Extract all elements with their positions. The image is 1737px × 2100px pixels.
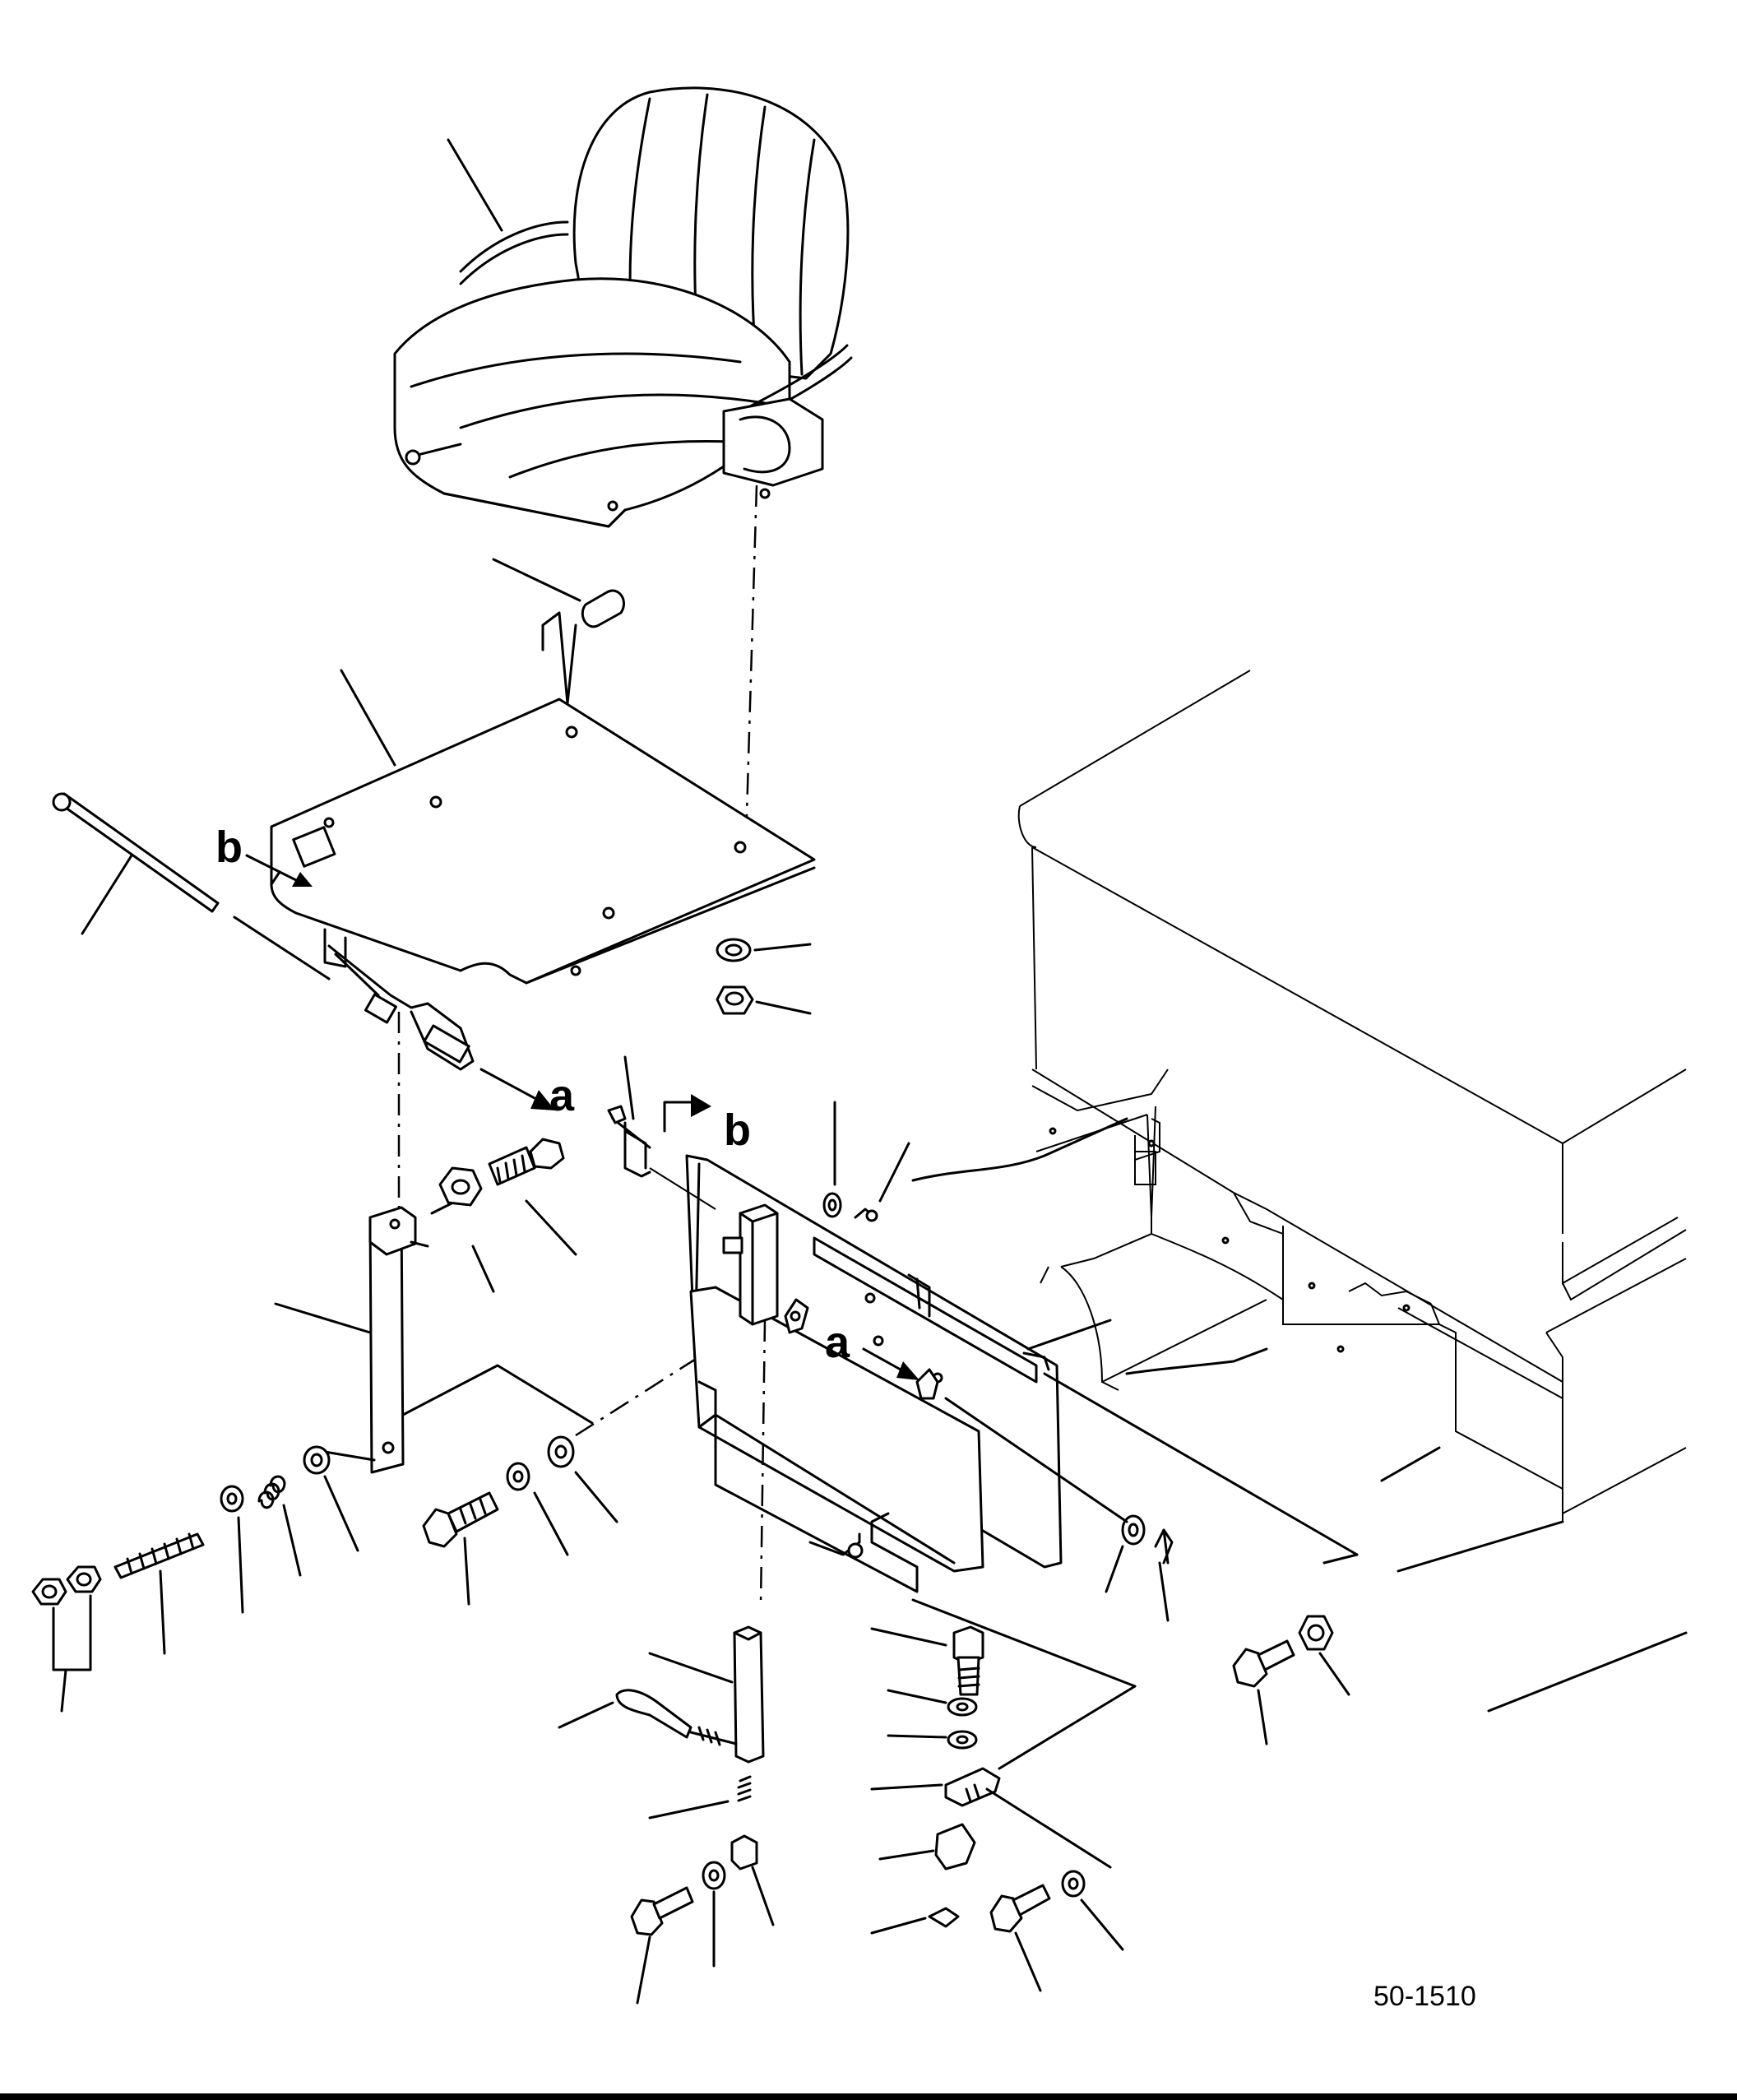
u-bracket-pin [607,1055,716,1210]
engine-hood-frame [911,670,1688,1713]
latch-bracket-stack [870,1598,1137,1935]
right-bolt-nut [1232,1615,1350,1745]
bottom-rule [0,2093,1737,2100]
washer-cotter-pin [944,1397,1174,1622]
long-rod-bolt [52,792,331,980]
lower-bolt-washer [630,1861,726,2005]
lock-lever [558,1625,775,1926]
washer-pin-small [822,1101,910,1222]
link-bar [274,1199,458,1474]
slide-rail [323,928,475,1071]
reference-line [1043,1372,1359,1556]
bottom-right-bolt-washer [989,1870,1124,1992]
figure-reference-number: 50-1510 [1373,1981,1476,2012]
seat-base-plate [270,611,816,985]
operator-seat [393,86,853,528]
callout-a-lower: a [825,1318,850,1367]
callout-b-lower: b [724,1106,751,1155]
pivot-bolt-nut [438,1138,577,1293]
adjust-bolt-set [31,1445,359,1713]
callout-a-upper: a [549,1071,575,1120]
callout-b-upper: b [215,823,243,872]
washer-nut-pair [716,938,812,1015]
knob-cap [492,558,626,628]
side-plate-assembly [685,1154,1063,1605]
